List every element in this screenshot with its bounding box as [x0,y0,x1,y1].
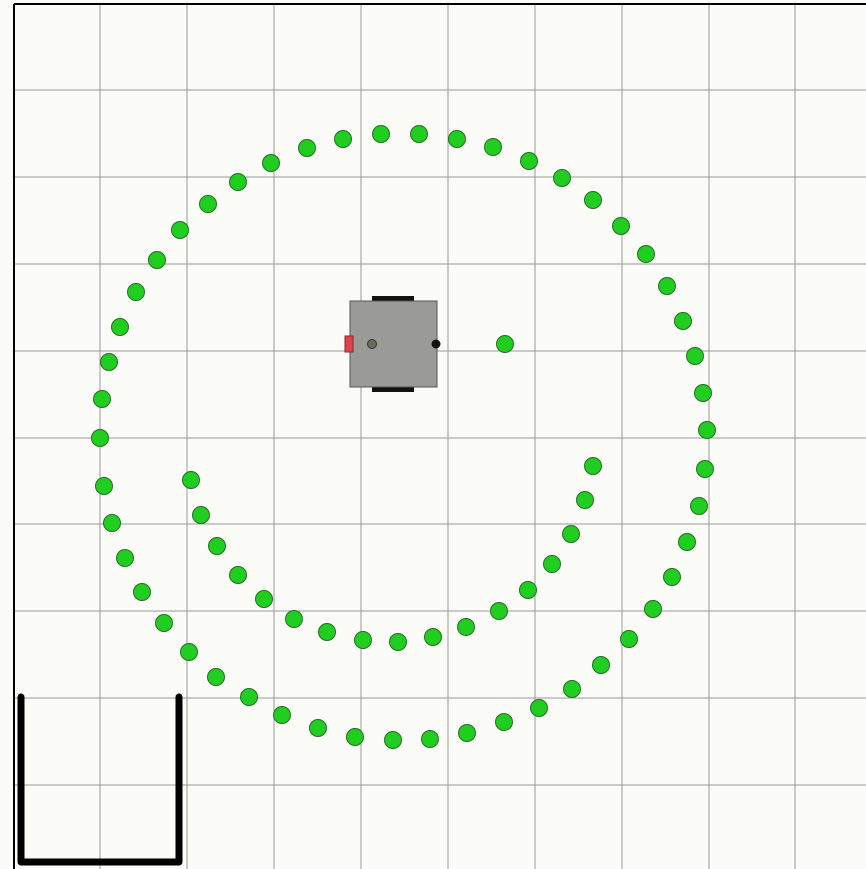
dot-icon [593,657,610,674]
dot-icon [659,278,676,295]
dot-icon [286,611,303,628]
dot-icon [92,430,109,447]
dot-icon [208,669,225,686]
dot-icon [458,619,475,636]
dot-icon [319,624,336,641]
dot-icon [193,507,210,524]
dot-icon [128,284,145,301]
dot-icon [449,131,466,148]
dot-icon [577,492,594,509]
dot-icon [459,725,476,742]
dot-icon [425,629,442,646]
dot-icon [675,313,692,330]
dot-icon [613,218,630,235]
dot-icon [621,631,638,648]
dot-icon [355,632,372,649]
dot-icon [104,515,121,532]
dot-icon [200,196,217,213]
dot-icon [491,603,508,620]
dot-icon [112,319,129,336]
dot-icon [385,732,402,749]
robot-icon [345,296,441,392]
dot-icon [172,222,189,239]
dot-icon [496,714,513,731]
dot-icon [645,601,662,618]
dot-icon [520,582,537,599]
dot-icon [117,550,134,567]
dot-icon [697,461,714,478]
dot-icon [183,472,200,489]
dot-icon [209,538,226,555]
dot-icon [679,534,696,551]
dot-icon [347,729,364,746]
dot-icon [531,700,548,717]
dot-icon [335,131,352,148]
dot-icon [101,354,118,371]
robot-wheel-top [372,296,414,301]
dot-icon [585,458,602,475]
robot-marker [345,336,353,352]
dot-icon [390,634,407,651]
dot-icon [373,126,390,143]
dot-icon [564,681,581,698]
dot-icon [230,174,247,191]
dot-icon [263,155,280,172]
dot-icon [411,126,428,143]
dot-icon [554,170,571,187]
robot-wheel-bottom [372,387,414,392]
dot-icon [241,689,258,706]
dot-icon [638,246,655,263]
dot-icon [585,192,602,209]
dot-icon [256,591,273,608]
dot-icon [497,336,514,353]
dot-icon [485,139,502,156]
dot-icon [94,391,111,408]
dot-icon [544,556,561,573]
dot-icon [149,252,166,269]
robot-front-sensor [432,340,441,349]
robot-center-point [368,340,377,349]
dot-icon [695,385,712,402]
dot-icon [299,140,316,157]
dot-icon [699,422,716,439]
dot-icon [691,498,708,515]
dot-icon [664,569,681,586]
dot-icon [310,720,327,737]
dot-icon [274,707,291,724]
dot-icon [134,584,151,601]
robot-body [350,301,437,387]
dot-icon [230,567,247,584]
dot-icon [687,348,704,365]
dot-icon [422,731,439,748]
dot-icon [521,153,538,170]
dot-icon [563,526,580,543]
dot-icon [181,644,198,661]
dot-icon [96,478,113,495]
dot-icon [156,615,173,632]
